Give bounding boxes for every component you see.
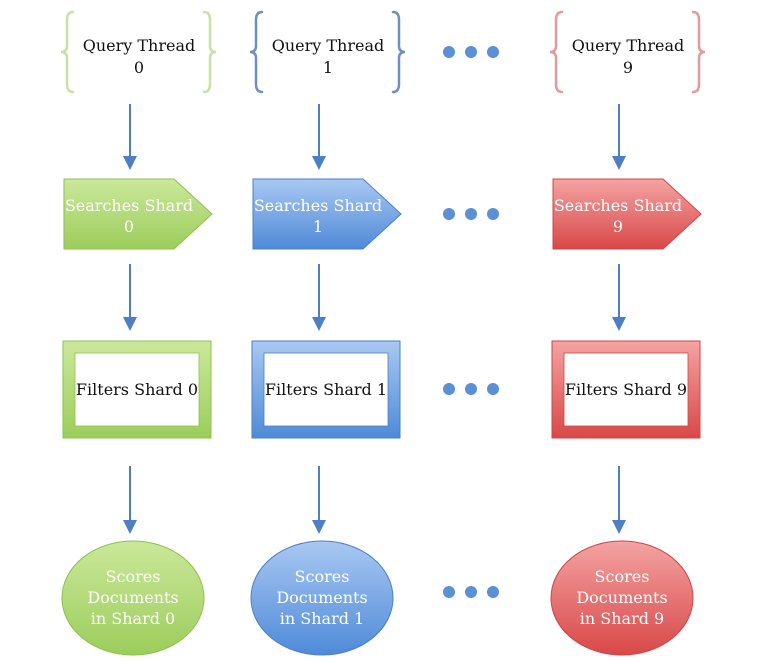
filters-label: Filters Shard 1: [265, 380, 387, 399]
searches-shape: [252, 178, 402, 250]
scores-ellipse: [550, 540, 694, 656]
scores-label: Scores: [106, 567, 161, 586]
scores-documents-label: Documents: [576, 588, 667, 607]
filters-shard-1: Filters Shard 1: [251, 340, 401, 439]
query-thread-number: 0: [134, 58, 144, 77]
right-brace: [202, 10, 217, 94]
ellipsis-dot: [487, 586, 499, 598]
scores-ellipse: [61, 540, 205, 656]
left-brace: [60, 10, 75, 94]
query-thread-number: 9: [623, 58, 633, 77]
ellipsis-dot: [487, 383, 499, 395]
ellipsis-dots: [443, 383, 499, 395]
scores-documents-label: Documents: [276, 588, 367, 607]
filters-shard-0: Filters Shard 0: [62, 340, 212, 439]
searches-number: 0: [124, 217, 134, 236]
searches-shard-0: Searches Shard 0: [63, 178, 213, 250]
ellipsis-dot: [465, 46, 477, 58]
searches-shard-1: Searches Shard 1: [252, 178, 402, 250]
ellipsis-dot: [443, 586, 455, 598]
ellipsis-dot: [487, 208, 499, 220]
left-brace: [249, 10, 264, 94]
searches-label: Searches Shard: [554, 196, 682, 215]
searches-number: 9: [613, 217, 623, 236]
searches-label: Searches Shard: [65, 196, 193, 215]
query-thread-1: Query Thread 1: [249, 10, 406, 94]
ellipsis-dots: [443, 586, 499, 598]
ellipsis-dots: [443, 208, 499, 220]
scores-documents-label: Documents: [87, 588, 178, 607]
searches-label: Searches Shard: [254, 196, 382, 215]
scores-label: Scores: [595, 567, 650, 586]
ellipsis-dot: [465, 383, 477, 395]
query-thread-label: Query Thread: [83, 36, 196, 55]
scores-ellipse: [250, 540, 394, 656]
ellipsis-dot: [465, 586, 477, 598]
filters-inner: [563, 352, 689, 427]
left-brace: [549, 10, 564, 94]
ellipsis-dot: [487, 46, 499, 58]
scores-shard-label: in Shard 9: [580, 609, 664, 628]
ellipsis-dot: [443, 46, 455, 58]
searches-shape: [63, 178, 213, 250]
query-thread-label: Query Thread: [272, 36, 385, 55]
searches-number: 1: [313, 217, 323, 236]
ellipsis-dot: [443, 383, 455, 395]
filters-shard-9: Filters Shard 9: [551, 340, 701, 439]
searches-shard-9: Searches Shard 9: [552, 178, 702, 250]
query-thread-number: 1: [323, 58, 333, 77]
ellipsis-dot: [465, 208, 477, 220]
filters-inner: [74, 352, 200, 427]
right-brace: [391, 10, 406, 94]
query-thread-9: Query Thread 9: [549, 10, 706, 94]
query-thread-label: Query Thread: [572, 36, 685, 55]
query-thread-0: Query Thread 0: [60, 10, 217, 94]
scores-shard-label: in Shard 0: [91, 609, 175, 628]
ellipsis-dot: [443, 208, 455, 220]
filters-inner: [263, 352, 389, 427]
searches-shape: [552, 178, 702, 250]
scores-label: Scores: [295, 567, 350, 586]
ellipsis-dots: [443, 46, 499, 58]
scores-shard-label: in Shard 1: [280, 609, 364, 628]
right-brace: [691, 10, 706, 94]
filters-label: Filters Shard 0: [76, 380, 198, 399]
filters-label: Filters Shard 9: [565, 380, 687, 399]
